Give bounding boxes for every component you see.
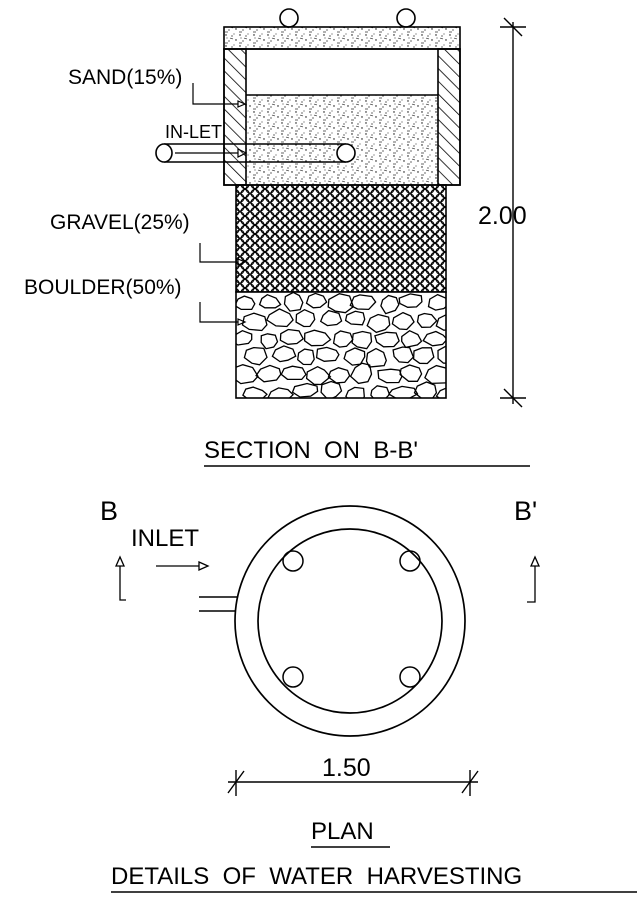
boulder-stone: [370, 385, 391, 398]
inlet-pipe: [155, 143, 356, 163]
boulder-stone: [332, 330, 354, 348]
boulder-stone: [260, 333, 279, 350]
boulder-stone: [327, 293, 355, 314]
gravel-layer: [235, 184, 447, 293]
boulder-stone: [424, 364, 446, 385]
boulder-stone: [295, 308, 316, 328]
height-dimension-line: [500, 17, 526, 408]
diameter-dimension: 1.50: [322, 754, 371, 782]
left-wall-hatch: [223, 48, 247, 186]
boulder-stone: [243, 346, 268, 366]
boulder-stone: [351, 330, 373, 350]
lifting-ring-left: [279, 8, 299, 28]
boulder-stone: [391, 311, 415, 331]
boulder-stone: [435, 387, 446, 398]
plan-title: PLAN: [311, 818, 374, 845]
boulder-stone: [327, 367, 351, 384]
plan-inlet-arrow: [156, 560, 210, 572]
boulder-stone: [236, 295, 256, 311]
plan-view: B B' INLET: [100, 496, 541, 848]
height-dimension: 2.00: [478, 202, 527, 230]
plan-inlet-pipe: [199, 596, 237, 612]
boulder-stone: [236, 329, 253, 346]
boulder-stone: [380, 294, 400, 315]
boulder-stone: [398, 293, 423, 308]
boulder-stone: [267, 387, 295, 398]
outer-ring: [234, 505, 466, 737]
lifting-ring-right: [396, 8, 416, 28]
section-view: SAND(15%) IN-LET GRAVEL(25%) BOULDER(50%…: [24, 8, 530, 467]
boulder-stone: [345, 386, 365, 398]
boulder-stone: [349, 294, 377, 311]
boulder-layer: [235, 291, 447, 399]
section-title: SECTION ON B-B': [204, 437, 418, 464]
boulder-stone: [349, 362, 373, 385]
sand-label: SAND(15%): [68, 66, 182, 89]
boulder-stone: [344, 310, 366, 326]
boulder-stone: [427, 293, 446, 311]
boulder-stone: [365, 347, 387, 368]
hole-top-right: [399, 550, 421, 572]
right-wall-hatch: [437, 48, 461, 186]
boulder-stone: [377, 368, 403, 384]
boulder-stone: [283, 292, 304, 312]
inlet-label: IN-LET: [165, 122, 222, 142]
boulder-stone: [399, 364, 423, 382]
hole-top-left: [282, 550, 304, 572]
cover-slab: [223, 26, 461, 50]
section-mark-b-prime: B': [514, 496, 537, 526]
boulder-stone: [319, 309, 343, 327]
boulder-stone: [265, 308, 294, 328]
plan-inlet-label: INLET: [131, 525, 199, 552]
boulder-stone: [401, 329, 423, 349]
boulder-stone: [305, 292, 328, 309]
boulder-stone: [320, 380, 343, 398]
drawing-title: DETAILS OF WATER HARVESTING: [111, 863, 522, 890]
boulder-stone: [255, 364, 282, 383]
boulder-stone: [258, 293, 282, 309]
label-leaders: [192, 83, 247, 326]
boulder-stone: [374, 331, 400, 348]
boulder-stone: [343, 347, 366, 366]
section-arrow-right: [527, 555, 541, 603]
section-mark-b: B: [100, 496, 118, 526]
gravel-label: GRAVEL(25%): [50, 211, 190, 234]
boulder-stone: [412, 347, 435, 365]
boulder-stone: [280, 365, 307, 381]
boulder-stone: [291, 382, 319, 398]
diameter-dimension-line: [227, 770, 479, 796]
boulder-stone: [305, 365, 332, 386]
boulder-stone: [413, 381, 438, 398]
boulder-stone: [315, 346, 340, 362]
hole-bottom-right: [399, 666, 421, 688]
boulder-stone: [279, 328, 305, 345]
sand-layer: [246, 95, 438, 185]
inner-ring: [257, 528, 443, 714]
boulder-stone: [236, 364, 259, 385]
boulder-stone: [392, 346, 415, 364]
boulder-stone: [242, 386, 268, 398]
boulder-stone: [366, 313, 391, 334]
boulder-label: BOULDER(50%): [24, 276, 182, 299]
hole-bottom-left: [282, 666, 304, 688]
boulder-stone: [303, 329, 332, 347]
boulder-stone: [387, 385, 419, 398]
boulder-stone: [422, 330, 446, 347]
section-arrow-left: [114, 555, 126, 601]
boulder-stone: [271, 345, 297, 363]
boulder-stone: [437, 345, 446, 364]
boulder-stone: [297, 348, 315, 366]
boulder-stone: [435, 314, 446, 331]
boulder-stone: [416, 312, 438, 328]
